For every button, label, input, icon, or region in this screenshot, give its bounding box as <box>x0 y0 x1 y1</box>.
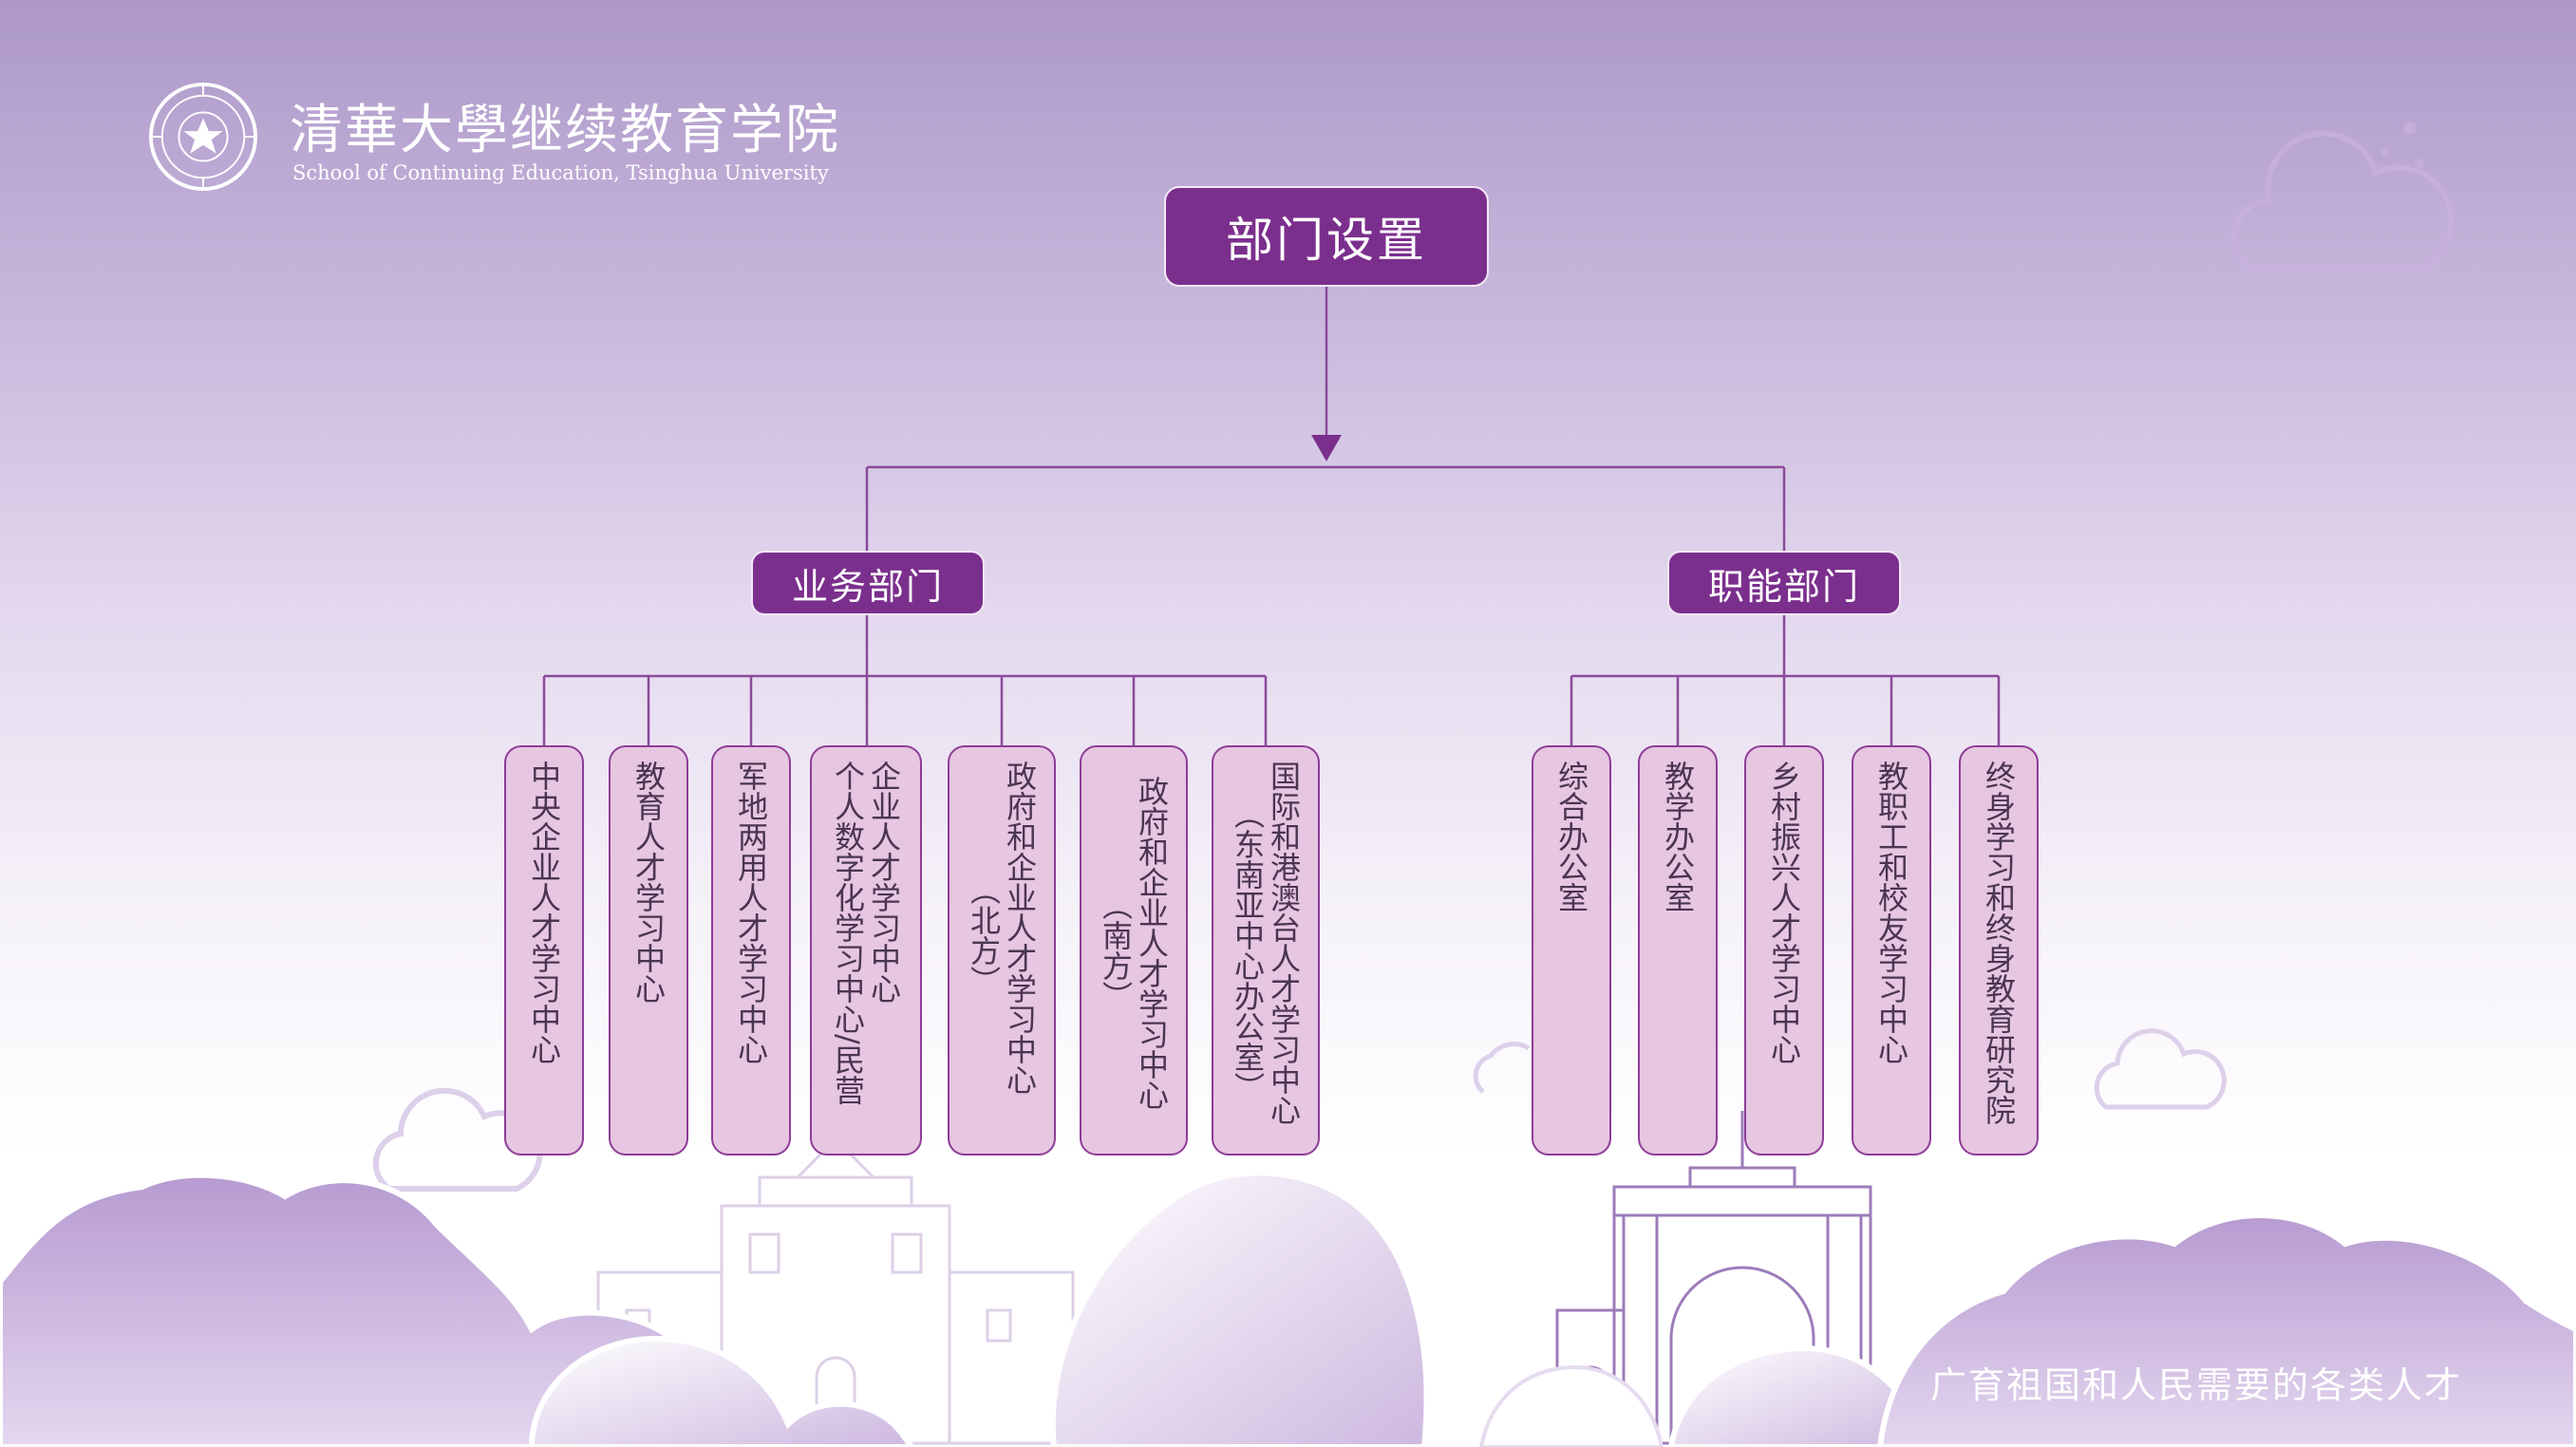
dept-international-hk-macao-taiwan: 国际和港澳台人才学习中心 （东南亚中心办公室） <box>1212 745 1320 1156</box>
dept-line: 个人数字化学习中心/民营 <box>830 761 866 1105</box>
dept-line: 政府和企业人才学习中心 <box>1002 761 1038 1095</box>
dept-gov-enterprise-north: 政府和企业人才学习中心 （北方） <box>948 745 1056 1156</box>
dept-line: 综合办公室 <box>1553 761 1589 912</box>
bottom-clouds <box>0 1170 2576 1447</box>
dept-line: （南方） <box>1098 890 1134 1011</box>
outline-cloud-top-right <box>2230 122 2454 271</box>
dept-rural-revitalization-center: 乡村振兴人才学习中心 <box>1744 745 1824 1156</box>
dept-line: （东南亚中心办公室） <box>1230 799 1266 1102</box>
dept-line: 教育人才学习中心 <box>630 761 667 1004</box>
brand-title: 清華大學继续教育学院 <box>290 100 840 161</box>
dept-line: 政府和企业人才学习中心 <box>1134 776 1170 1110</box>
dept-staff-alumni-center: 教职工和校友学习中心 <box>1852 745 1931 1156</box>
footer-slogan: 广育祖国和人民需要的各类人才 <box>1929 1364 2462 1406</box>
dept-enterprise-digital-center: 企业人才学习中心 个人数字化学习中心/民营 <box>810 745 922 1156</box>
dept-teaching-office: 教学办公室 <box>1638 745 1718 1156</box>
outline-cloud-right <box>1473 1028 2227 1110</box>
dept-general-office: 综合办公室 <box>1532 745 1611 1156</box>
dept-military-civil-center: 军地两用人才学习中心 <box>711 745 791 1156</box>
arrow-down-icon <box>1311 435 1342 461</box>
dept-education-talent-center: 教育人才学习中心 <box>609 745 688 1156</box>
dept-line: 中央企业人才学习中心 <box>526 761 562 1064</box>
root-node: 部门设置 <box>1164 186 1489 287</box>
dept-central-enterprise-center: 中央企业人才学习中心 <box>504 745 584 1156</box>
dept-line: 终身学习和终身教育研究院 <box>1981 761 2017 1125</box>
functional-departments-node: 职能部门 <box>1667 551 1901 615</box>
dept-line: 乡村振兴人才学习中心 <box>1766 761 1802 1064</box>
tsinghua-seal-logo <box>148 82 258 192</box>
dept-line: 企业人才学习中心 <box>866 761 902 1004</box>
dept-lifelong-learning-institute: 终身学习和终身教育研究院 <box>1959 745 2039 1156</box>
dept-line: 国际和港澳台人才学习中心 <box>1266 761 1302 1125</box>
dept-line: 教职工和校友学习中心 <box>1873 761 1909 1064</box>
business-departments-node: 业务部门 <box>751 551 985 615</box>
dept-gov-enterprise-south: 政府和企业人才学习中心 （南方） <box>1080 745 1188 1156</box>
brand-subtitle: School of Continuing Education, Tsinghua… <box>292 161 829 184</box>
dept-line: （北方） <box>966 874 1002 996</box>
dept-line: 军地两用人才学习中心 <box>733 761 769 1064</box>
dept-line: 教学办公室 <box>1660 761 1696 912</box>
